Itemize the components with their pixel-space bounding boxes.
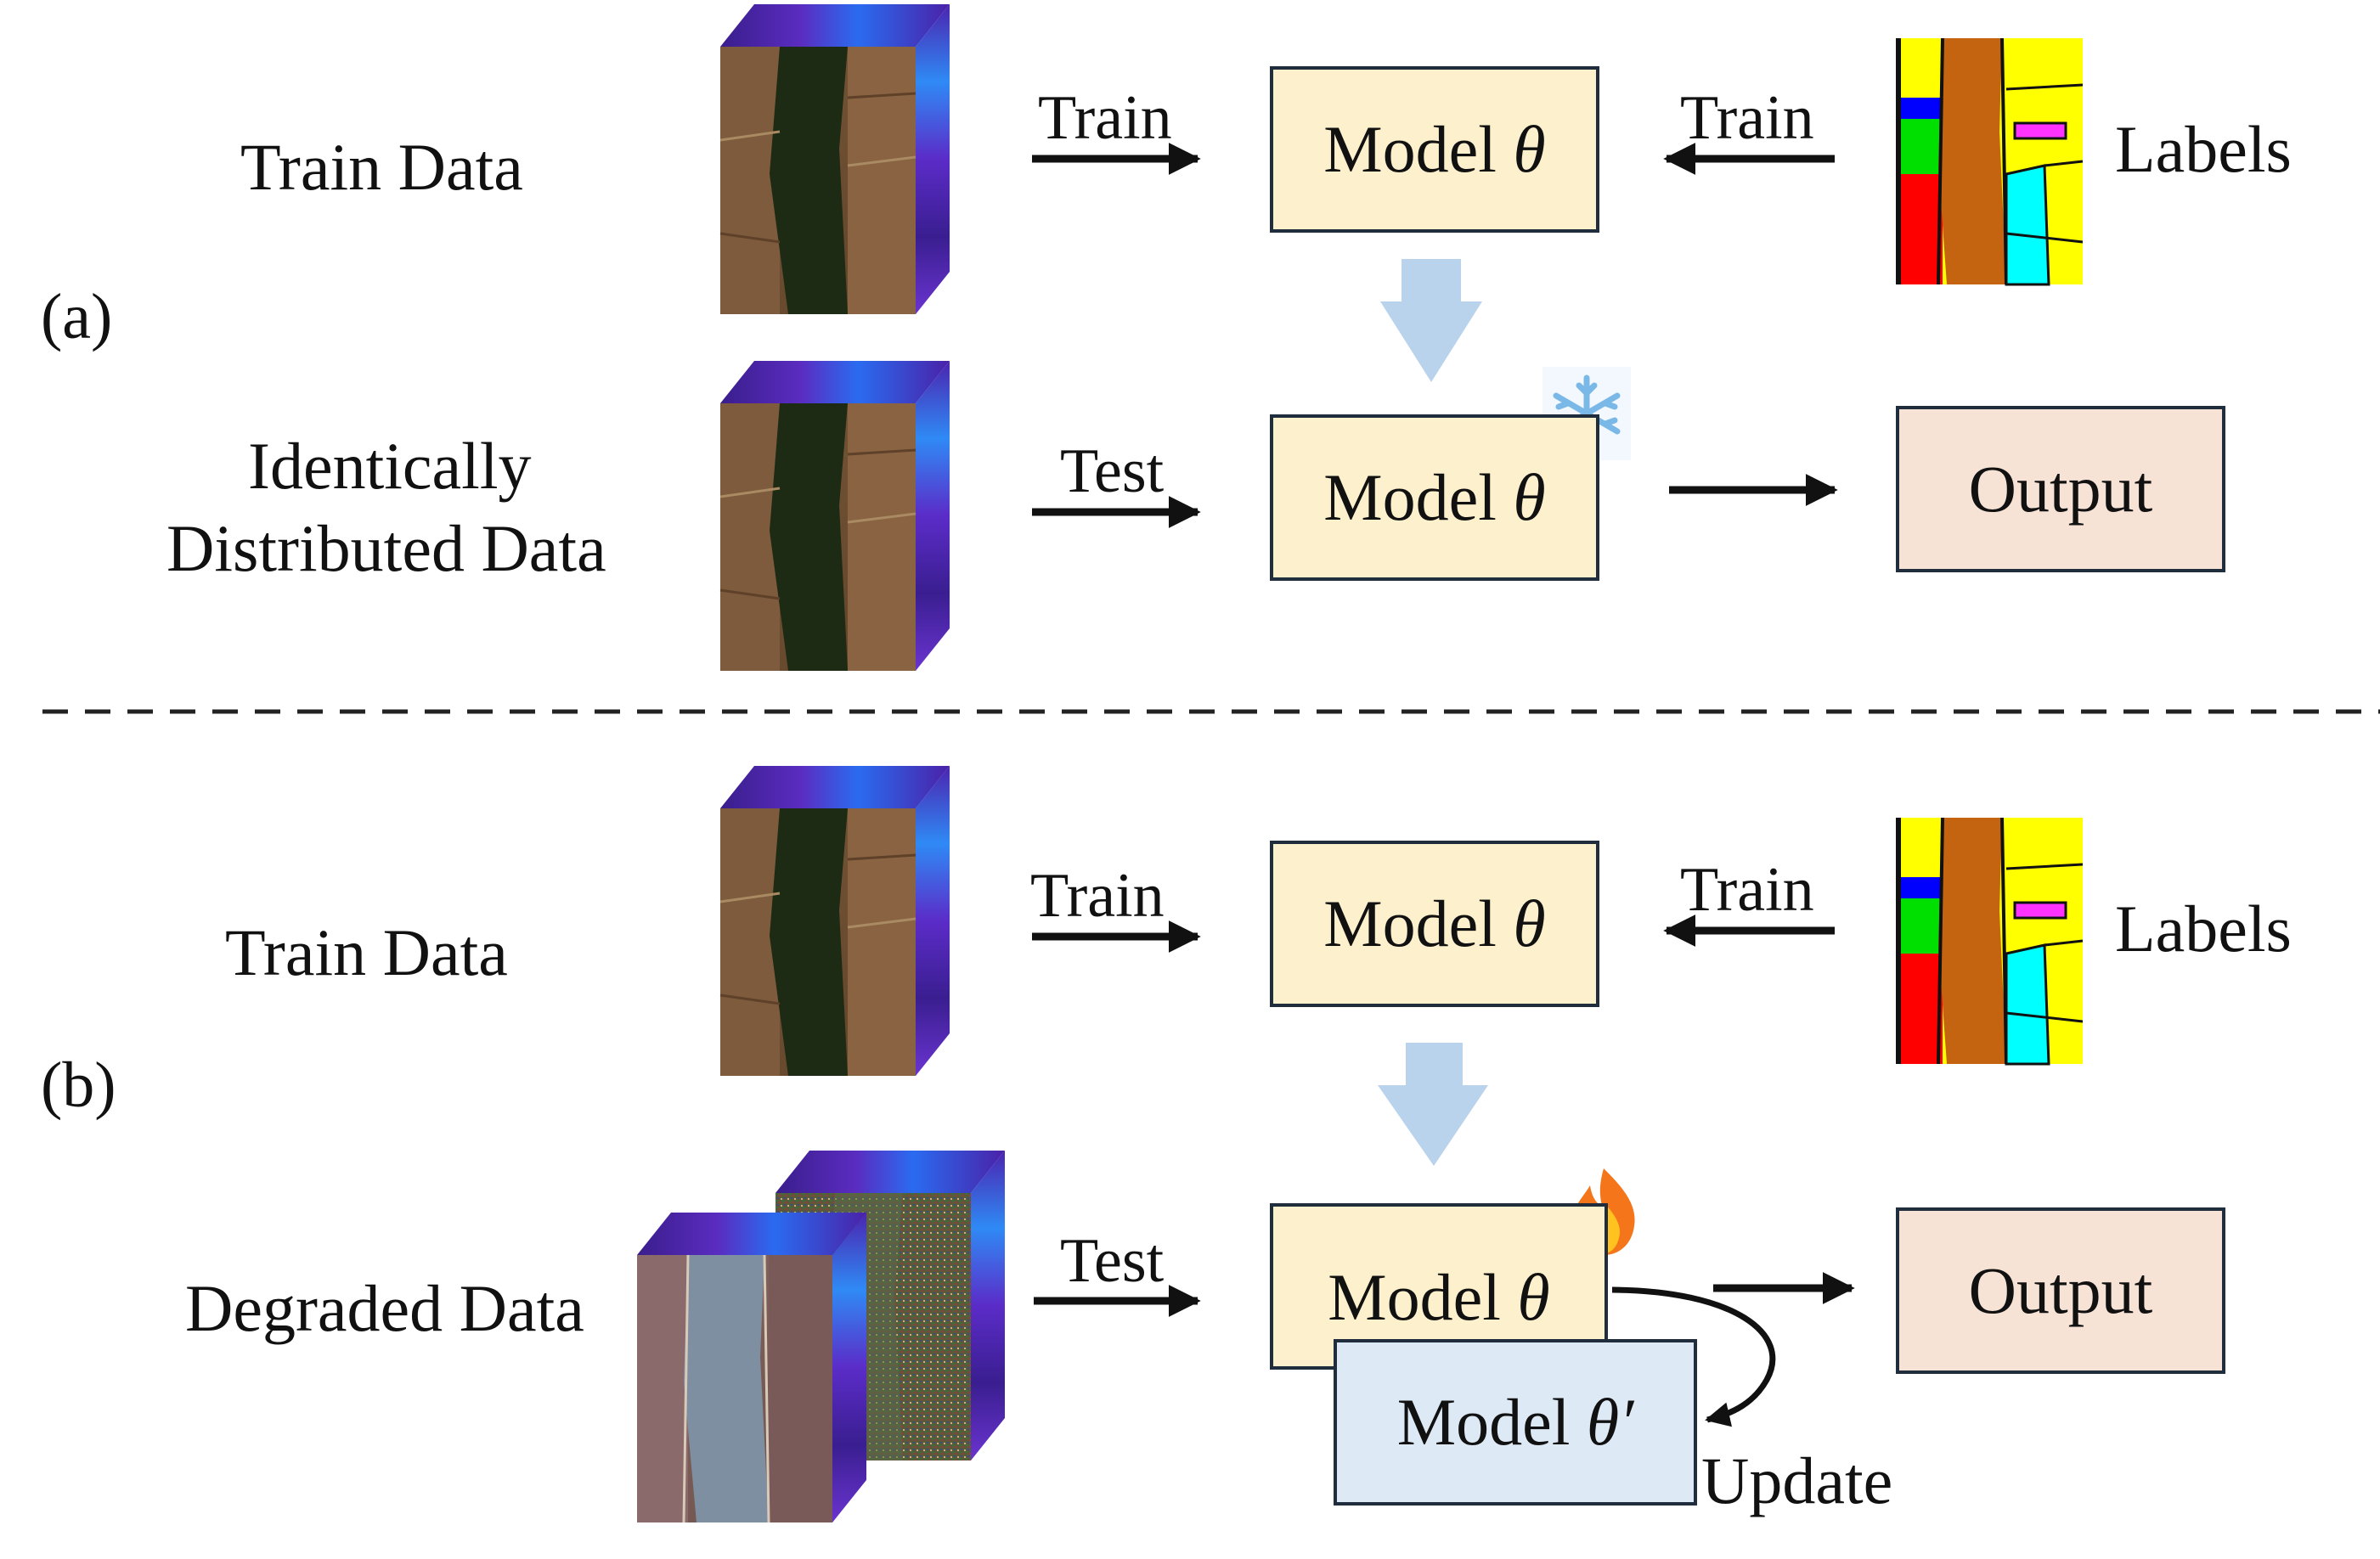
update-label: Update [1701,1444,1893,1517]
updated-model-box: Model θ′ [1334,1339,1697,1506]
panel-b-tag: (b) [41,1050,116,1121]
model-box-a-bottom-prefix: Model [1323,460,1514,534]
train-arrow-label-left-a: Train [1038,83,1172,153]
labels-text-a: Labels [2115,112,2292,186]
updated-model-box-prefix: Model [1396,1385,1587,1459]
label-map-b [1894,816,2084,1066]
test-data-label-a-line2: Distributed Data [166,511,606,585]
train-cube-a [719,3,951,316]
output-box-a: Output [1896,406,2225,572]
flow-arrow-b [1378,1043,1488,1166]
model-box-a-bottom-symbol: θ [1513,460,1546,534]
model-box-a-top-prefix: Model [1323,112,1514,186]
model-box-a-top: Model θ [1270,66,1599,233]
update-arrow [1611,1286,1776,1427]
test-arrow-label-b: Test [1060,1226,1165,1296]
model-box-b-bottom-symbol: θ [1517,1260,1550,1334]
model-box-b-top-symbol: θ [1513,886,1546,960]
labels-text-b: Labels [2115,892,2292,965]
degraded-data-label: Degraded Data [185,1271,584,1345]
train-arrow-label-right-a: Train [1680,83,1814,153]
label-map-a [1894,37,2084,286]
test-arrow-label-a: Test [1060,436,1165,506]
model-box-a-bottom: Model θ [1270,414,1599,581]
model-box-b-top-prefix: Model [1323,886,1514,960]
train-arrow-label-right-b: Train [1680,855,1814,925]
train-arrow-label-left-b: Train [1030,861,1165,931]
train-cube-b [719,764,951,1078]
output-box-b: Output [1896,1207,2225,1374]
model-box-a-top-symbol: θ [1513,112,1546,186]
train-data-label-a: Train Data [240,130,523,204]
flow-arrow-a [1380,259,1482,382]
train-data-label-b: Train Data [225,915,508,989]
test-cube-a [719,359,951,673]
model-box-b-bottom-prefix: Model [1328,1260,1518,1334]
test-data-label-a-line1: Identically [248,429,532,503]
model-box-b-top: Model θ [1270,841,1599,1007]
degraded-cube-front [637,1213,866,1523]
updated-model-box-symbol: θ′ [1586,1385,1634,1459]
panel-a-tag: (a) [41,281,113,352]
